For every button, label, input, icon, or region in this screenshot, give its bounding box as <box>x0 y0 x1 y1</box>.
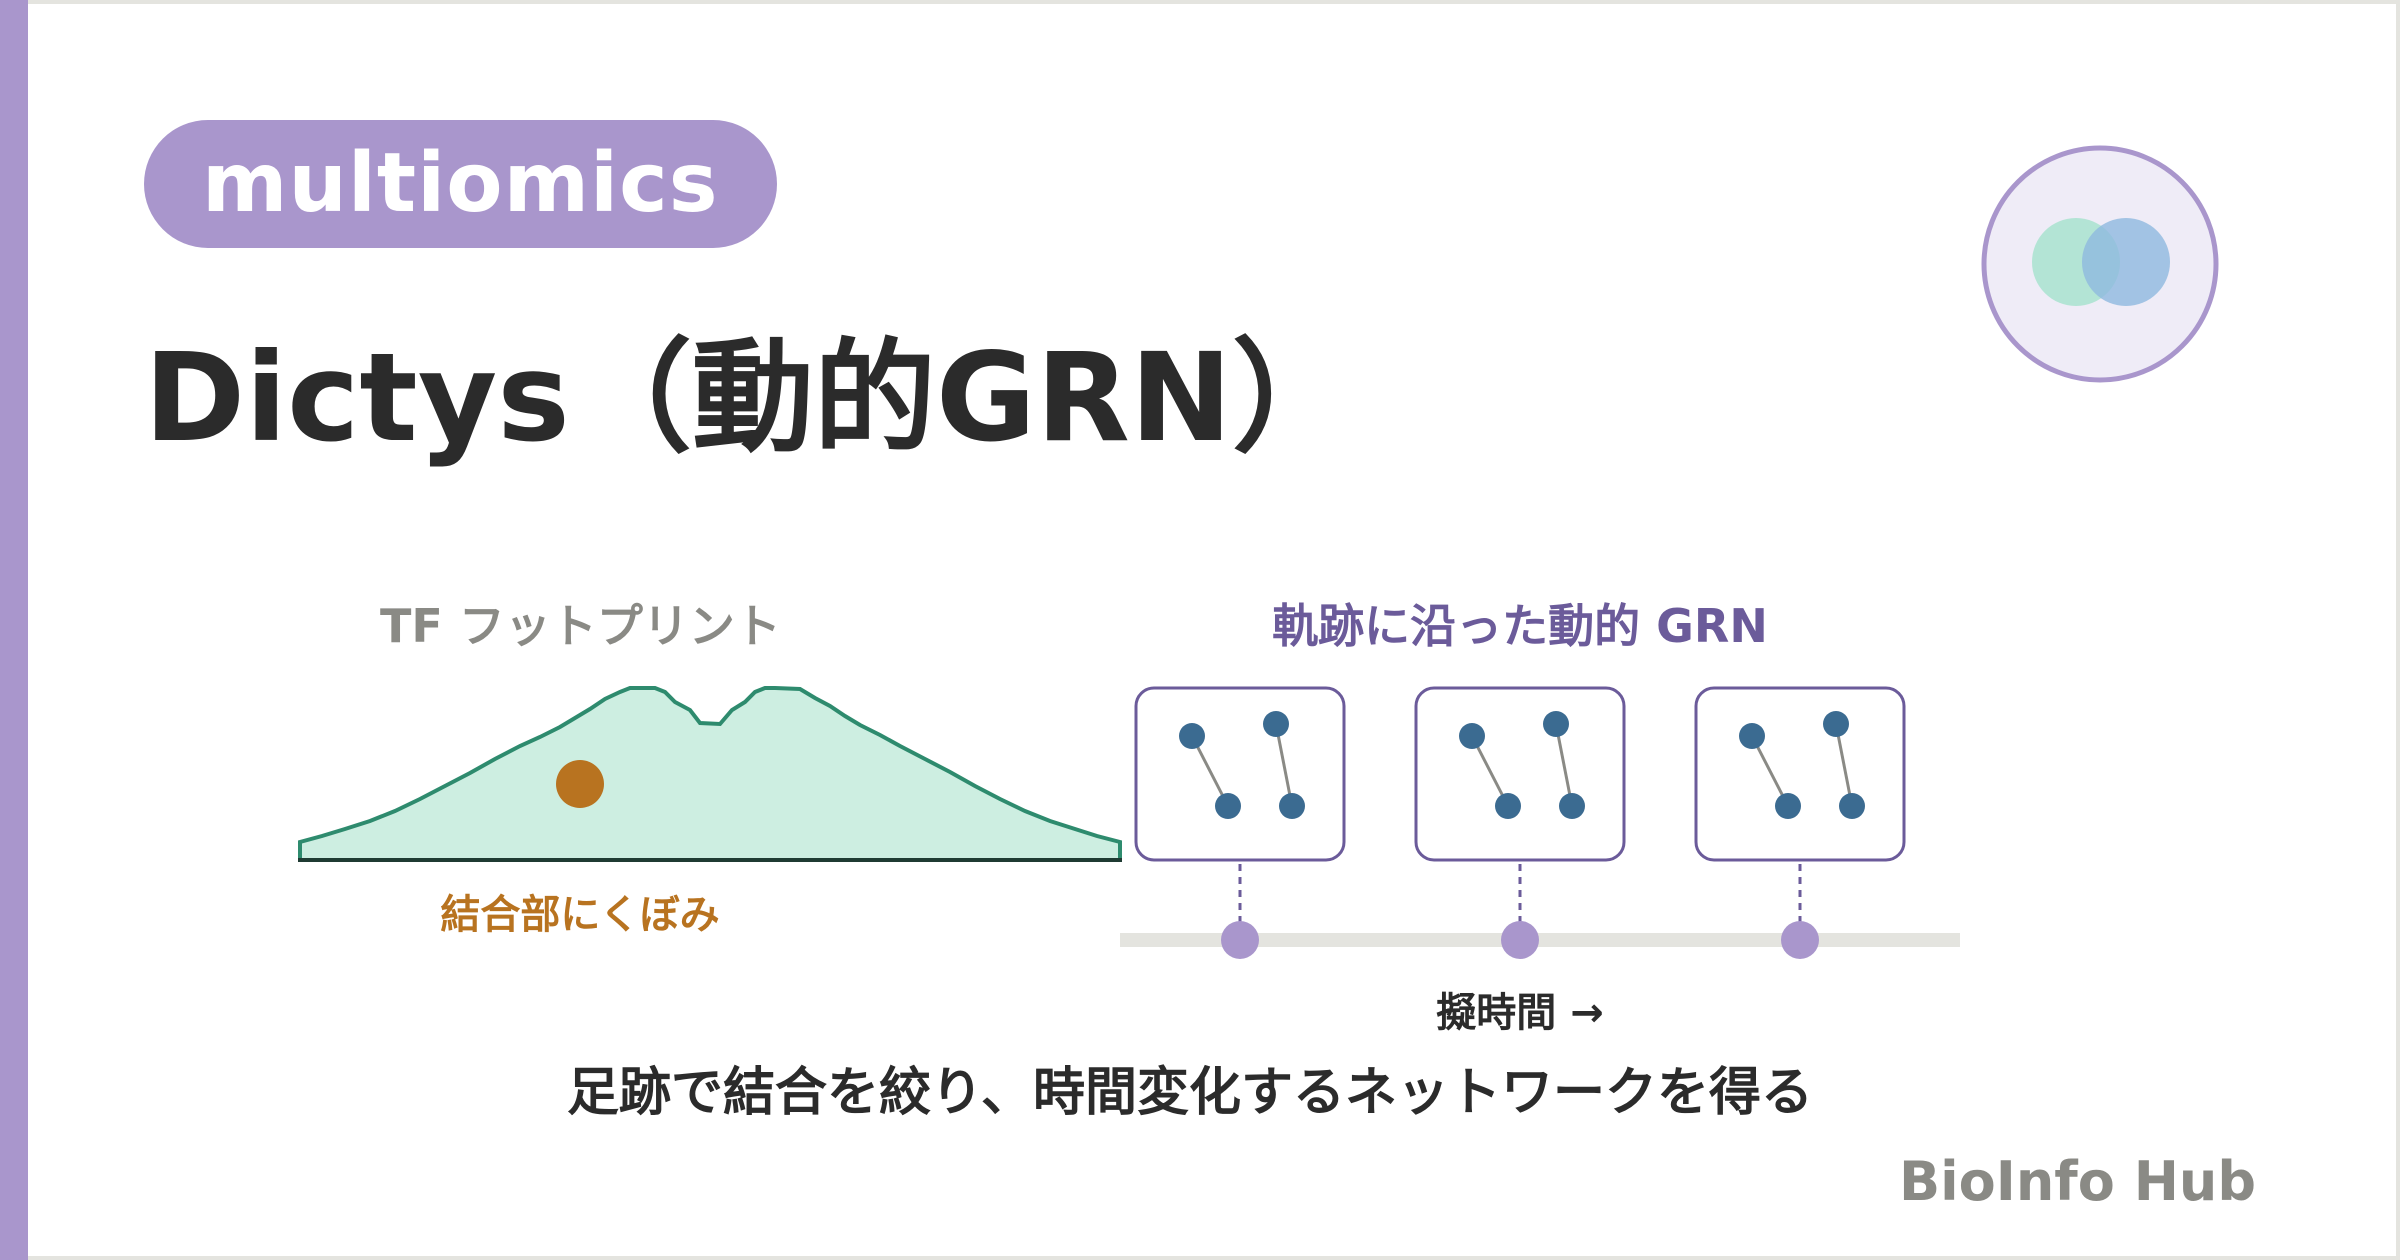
page-title: Dictys（動的GRN） <box>144 327 1355 469</box>
grn-panel-heading: 軌跡に沿った動的 GRN <box>1272 599 1768 653</box>
grn-edge <box>1470 735 1510 807</box>
grn-node <box>1559 793 1585 819</box>
accessibility-peak <box>298 686 1122 862</box>
caption: 足跡で結合を絞り、時間変化するネットワークを得る <box>567 1063 1813 1123</box>
frame-right-border <box>2396 0 2400 1260</box>
accent-bar <box>0 0 28 1260</box>
pseudotime-marker <box>1221 921 1259 959</box>
grn-node <box>1263 711 1289 737</box>
grn-node <box>1279 793 1305 819</box>
brand-label: BioInfo Hub <box>1899 1150 2256 1213</box>
grn-edge <box>1554 723 1574 807</box>
grn-node <box>1543 711 1569 737</box>
frame-bottom-border <box>0 1256 2400 1260</box>
grn-node <box>1823 711 1849 737</box>
grn-snapshot-box <box>1694 686 1906 862</box>
grn-node <box>1459 723 1485 749</box>
tf-binding-dot <box>556 760 604 808</box>
grn-node <box>1739 723 1765 749</box>
grn-node <box>1775 793 1801 819</box>
tag-pill: multiomics <box>144 120 777 248</box>
grn-snapshot-box <box>1134 686 1346 862</box>
grn-node <box>1495 793 1521 819</box>
grn-edge <box>1190 735 1230 807</box>
grn-edge <box>1834 723 1854 807</box>
footprint-panel-heading: TF フットプリント <box>380 599 781 653</box>
grn-edge <box>1750 735 1790 807</box>
grn-node <box>1839 793 1865 819</box>
binding-dip-label: 結合部にくぼみ <box>440 892 720 938</box>
grn-node <box>1215 793 1241 819</box>
pseudotime-marker <box>1501 921 1539 959</box>
pseudotime-axis-label: 擬時間 → <box>1436 990 1604 1036</box>
multiomics-logo-icon <box>1981 145 2219 383</box>
grn-snapshot-box <box>1414 686 1626 862</box>
grn-node <box>1179 723 1205 749</box>
grn-edge <box>1274 723 1294 807</box>
frame-top-border <box>0 0 2400 4</box>
pseudotime-marker <box>1781 921 1819 959</box>
